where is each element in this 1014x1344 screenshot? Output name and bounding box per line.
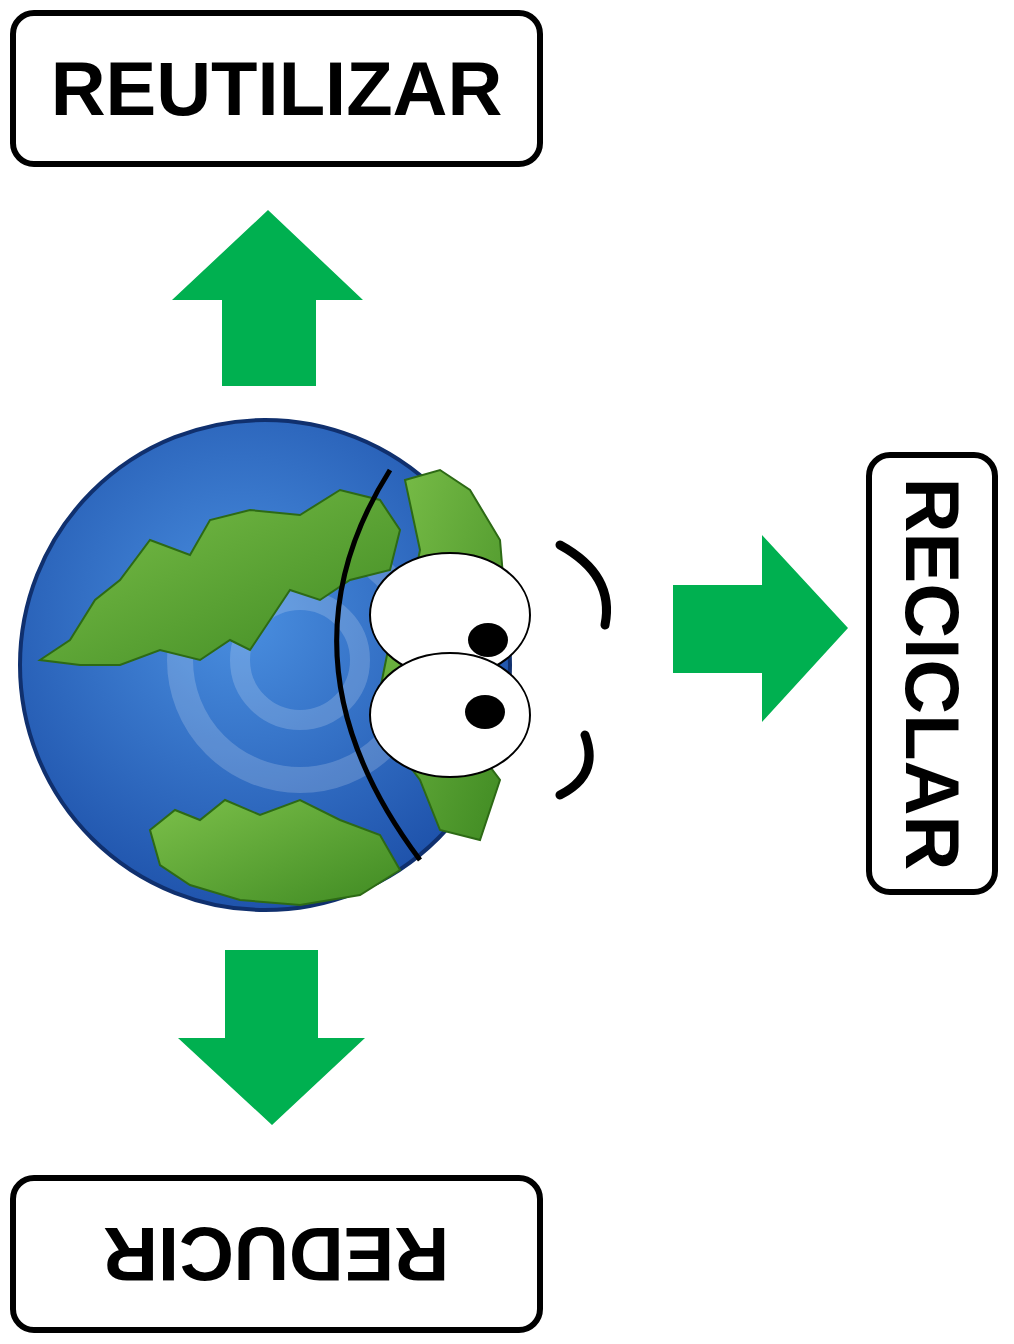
eyebrow	[560, 545, 607, 625]
eye	[370, 653, 530, 777]
box-label: REDUCIR	[103, 1216, 449, 1292]
arrow-up	[172, 210, 363, 386]
box-label: REUTILIZAR	[51, 51, 503, 127]
arrow-down	[178, 950, 365, 1125]
box-label: RECICLAR	[894, 477, 970, 870]
pupil	[468, 623, 508, 657]
arrow-right	[673, 535, 848, 722]
eyebrow	[560, 735, 589, 795]
pupil	[465, 695, 505, 729]
label-box: REUTILIZAR	[10, 10, 543, 167]
label-box: REDUCIR	[10, 1175, 543, 1333]
label-box: RECICLAR	[866, 452, 998, 895]
continent	[150, 800, 400, 905]
